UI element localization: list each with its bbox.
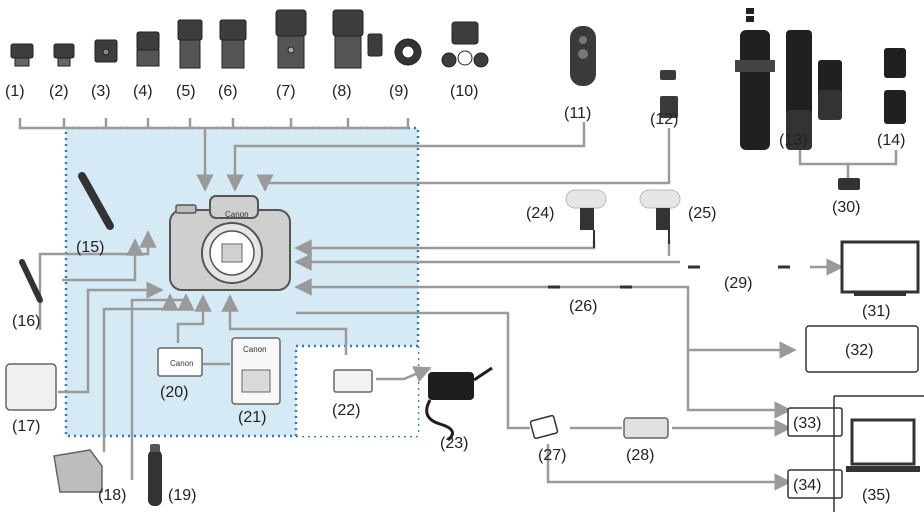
- speedlite-6-icon: [220, 20, 246, 68]
- macro-twin-lite-icon: [442, 22, 488, 67]
- label-34: (34): [793, 477, 821, 494]
- label-21: (21): [238, 409, 266, 426]
- charger-brand: Canon: [243, 345, 267, 354]
- label-14: (14): [877, 132, 905, 149]
- label-1: (1): [5, 83, 25, 100]
- tv-monitor-icon: [842, 242, 918, 296]
- stereo-mic-icon: [640, 190, 680, 244]
- label-31: (31): [862, 303, 890, 320]
- speedlite-1-icon: [11, 44, 33, 66]
- label-7: (7): [276, 83, 296, 100]
- battery-brand: Canon: [170, 359, 194, 368]
- label-29: (29): [724, 275, 752, 292]
- speedlite-2-icon: [54, 44, 74, 66]
- speedlite-4-icon: [137, 32, 159, 66]
- label-3: (3): [91, 83, 111, 100]
- speedlite-7-icon: [276, 10, 306, 68]
- camera-body: Canon: [170, 196, 290, 290]
- speedlite-3-icon: [95, 40, 117, 62]
- label-9: (9): [389, 83, 409, 100]
- label-20: (20): [160, 384, 188, 401]
- label-26: (26): [569, 298, 597, 315]
- label-23: (23): [440, 435, 468, 452]
- label-19: (19): [168, 487, 196, 504]
- label-25: (25): [688, 205, 716, 222]
- tripod-grip-icon: [148, 444, 162, 506]
- label-32: (32): [845, 342, 873, 359]
- shotgun-mic-icon: [566, 190, 606, 248]
- mount-adapter-icon: [838, 178, 860, 190]
- label-12: (12): [650, 111, 678, 128]
- lens-group-icon: [884, 48, 906, 124]
- label-18: (18): [98, 487, 126, 504]
- memory-card-icon: [530, 415, 558, 439]
- label-10: (10): [450, 83, 478, 100]
- ac-adapter-icon: [427, 368, 492, 440]
- battery-pack-icon: Canon: [158, 348, 202, 376]
- flash-devices: [11, 10, 488, 68]
- telephoto-lens-group-icon: [735, 8, 842, 150]
- speedlite-8-icon: [333, 10, 363, 68]
- camera-brand: Canon: [225, 210, 249, 219]
- label-11: (11): [564, 105, 591, 122]
- label-4: (4): [133, 83, 153, 100]
- label-27: (27): [538, 447, 566, 464]
- label-5: (5): [176, 83, 196, 100]
- label-17: (17): [12, 418, 40, 435]
- label-8: (8): [332, 83, 352, 100]
- label-6: (6): [218, 83, 238, 100]
- label-13: (13): [779, 132, 807, 149]
- label-24: (24): [526, 205, 554, 222]
- label-33: (33): [793, 415, 821, 432]
- wrist-strap-icon: [22, 262, 40, 300]
- label-28: (28): [626, 447, 654, 464]
- label-30: (30): [832, 199, 860, 216]
- wireless-remote-icon: [570, 26, 596, 86]
- macro-ring-lite-icon: [368, 34, 421, 65]
- label-15: (15): [76, 239, 104, 256]
- label-2: (2): [49, 83, 69, 100]
- body-jacket-icon: [54, 450, 102, 492]
- speedlite-5-icon: [178, 20, 202, 68]
- card-reader-icon: [624, 418, 668, 438]
- dc-coupler-icon: [334, 370, 372, 392]
- label-22: (22): [332, 402, 360, 419]
- pouch-icon: [6, 364, 56, 410]
- label-35: (35): [862, 487, 890, 504]
- battery-charger-icon: Canon: [232, 338, 280, 404]
- label-16: (16): [12, 313, 40, 330]
